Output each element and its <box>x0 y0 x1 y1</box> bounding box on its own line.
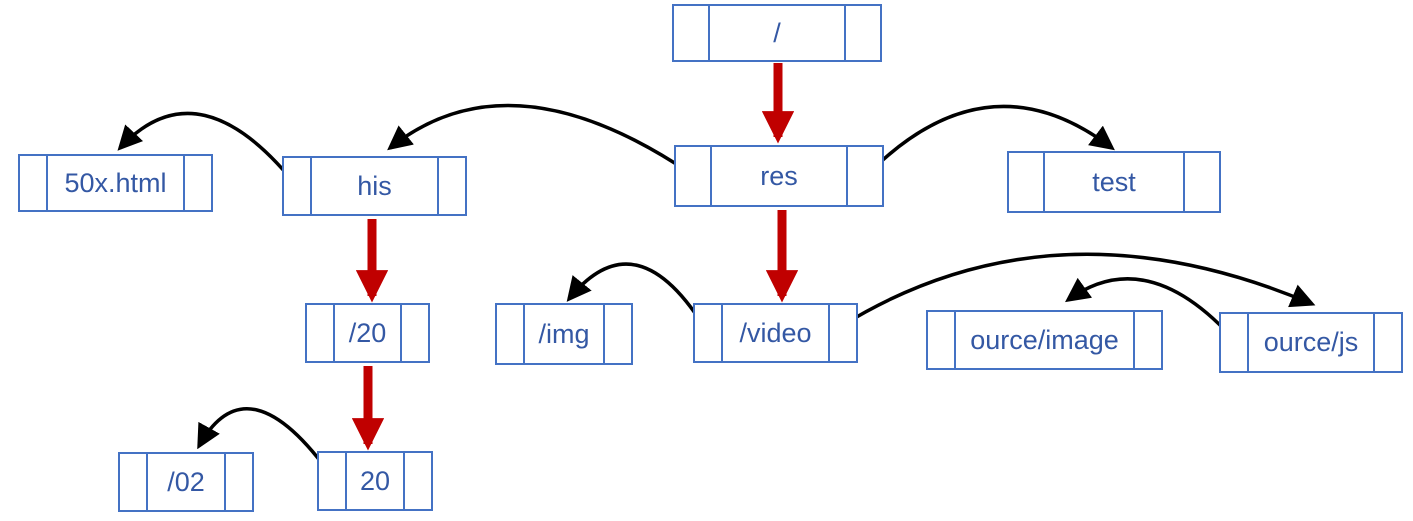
node-his-right-pointer-cell <box>437 158 465 214</box>
node-twenty-label: 20 <box>359 465 391 496</box>
node-slash-02-right-pointer-cell <box>224 454 252 510</box>
node-his-left-pointer-cell <box>284 158 312 214</box>
node-ource-js-label: ource/js <box>1263 327 1359 357</box>
node-his-label: his <box>357 170 392 201</box>
node-root: / <box>672 4 882 62</box>
node-video-right-pointer-cell <box>828 305 856 361</box>
node-root-left-pointer-cell <box>674 6 710 60</box>
node-slash-02-left-pointer-cell <box>120 454 148 510</box>
node-test-label: test <box>1092 166 1136 197</box>
node-ource-image: ource/image <box>926 310 1163 370</box>
node-img-right-pointer-cell <box>603 305 631 363</box>
node-img: /img <box>495 303 633 365</box>
node-ource-js: ource/js <box>1219 312 1403 373</box>
node-slash-20-left-pointer-cell <box>307 305 335 361</box>
node-50x-html-right-pointer-cell <box>183 156 211 210</box>
node-root-right-pointer-cell <box>844 6 880 60</box>
node-twenty-left-pointer-cell <box>319 453 347 509</box>
node-twenty-right-pointer-cell <box>403 453 431 509</box>
node-test-right-pointer-cell <box>1183 153 1219 211</box>
node-video: /video <box>693 303 858 363</box>
node-slash-20-label: /20 <box>348 317 387 348</box>
node-test: test <box>1007 151 1221 213</box>
node-video-left-pointer-cell <box>695 305 723 361</box>
node-50x-html-label: 50x.html <box>64 167 167 198</box>
node-50x-html: 50x.html <box>18 154 213 212</box>
node-his: his <box>282 156 467 216</box>
node-ource-image-label: ource/image <box>970 324 1119 355</box>
node-ource-image-left-pointer-cell <box>928 312 956 368</box>
node-ource-js-left-pointer-cell <box>1221 314 1249 371</box>
node-root-label: / <box>773 17 781 48</box>
node-50x-html-left-pointer-cell <box>20 156 48 210</box>
node-res: res <box>674 145 884 207</box>
node-img-label: /img <box>538 318 590 349</box>
node-res-left-pointer-cell <box>676 147 712 205</box>
node-slash-20-right-pointer-cell <box>400 305 428 361</box>
node-slash-02: /02 <box>118 452 254 512</box>
node-img-left-pointer-cell <box>497 305 525 363</box>
node-slash-20: /20 <box>305 303 430 363</box>
node-ource-js-right-pointer-cell <box>1373 314 1401 371</box>
node-video-label: /video <box>739 317 812 348</box>
node-res-right-pointer-cell <box>846 147 882 205</box>
node-test-left-pointer-cell <box>1009 153 1045 211</box>
node-res-label: res <box>760 160 798 191</box>
node-ource-image-right-pointer-cell <box>1133 312 1161 368</box>
node-twenty: 20 <box>317 451 433 511</box>
node-slash-02-label: /02 <box>167 466 205 497</box>
